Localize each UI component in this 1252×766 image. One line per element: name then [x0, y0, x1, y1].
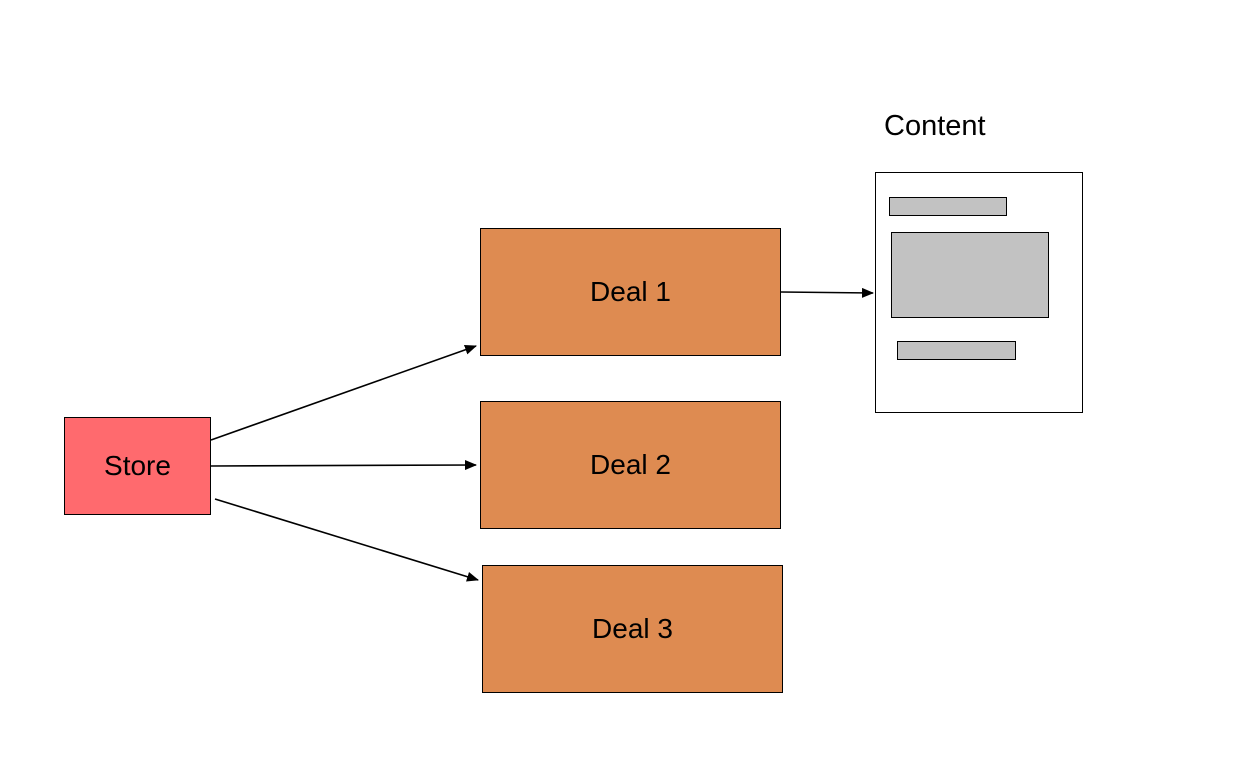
store-label: Store: [104, 450, 171, 481]
deal-1-node[interactable]: Deal 1: [480, 228, 781, 356]
deal-2-label: Deal 2: [590, 449, 671, 480]
deal-3-label: Deal 3: [592, 613, 673, 644]
content-document[interactable]: [875, 172, 1083, 413]
deal-2-node[interactable]: Deal 2: [480, 401, 781, 529]
placeholder-text-bar: [897, 341, 1016, 360]
edge-store-deal1: [210, 344, 477, 441]
edge-store-deal3: [214, 498, 479, 582]
edge-store-deal2: [210, 460, 477, 471]
content-title: Content: [884, 110, 986, 142]
edge-deal1-content: [780, 287, 874, 298]
deal-3-node[interactable]: Deal 3: [482, 565, 783, 693]
placeholder-heading-bar: [889, 197, 1007, 216]
store-node[interactable]: Store: [64, 417, 211, 515]
deal-1-label: Deal 1: [590, 276, 671, 307]
placeholder-image-block: [891, 232, 1049, 318]
